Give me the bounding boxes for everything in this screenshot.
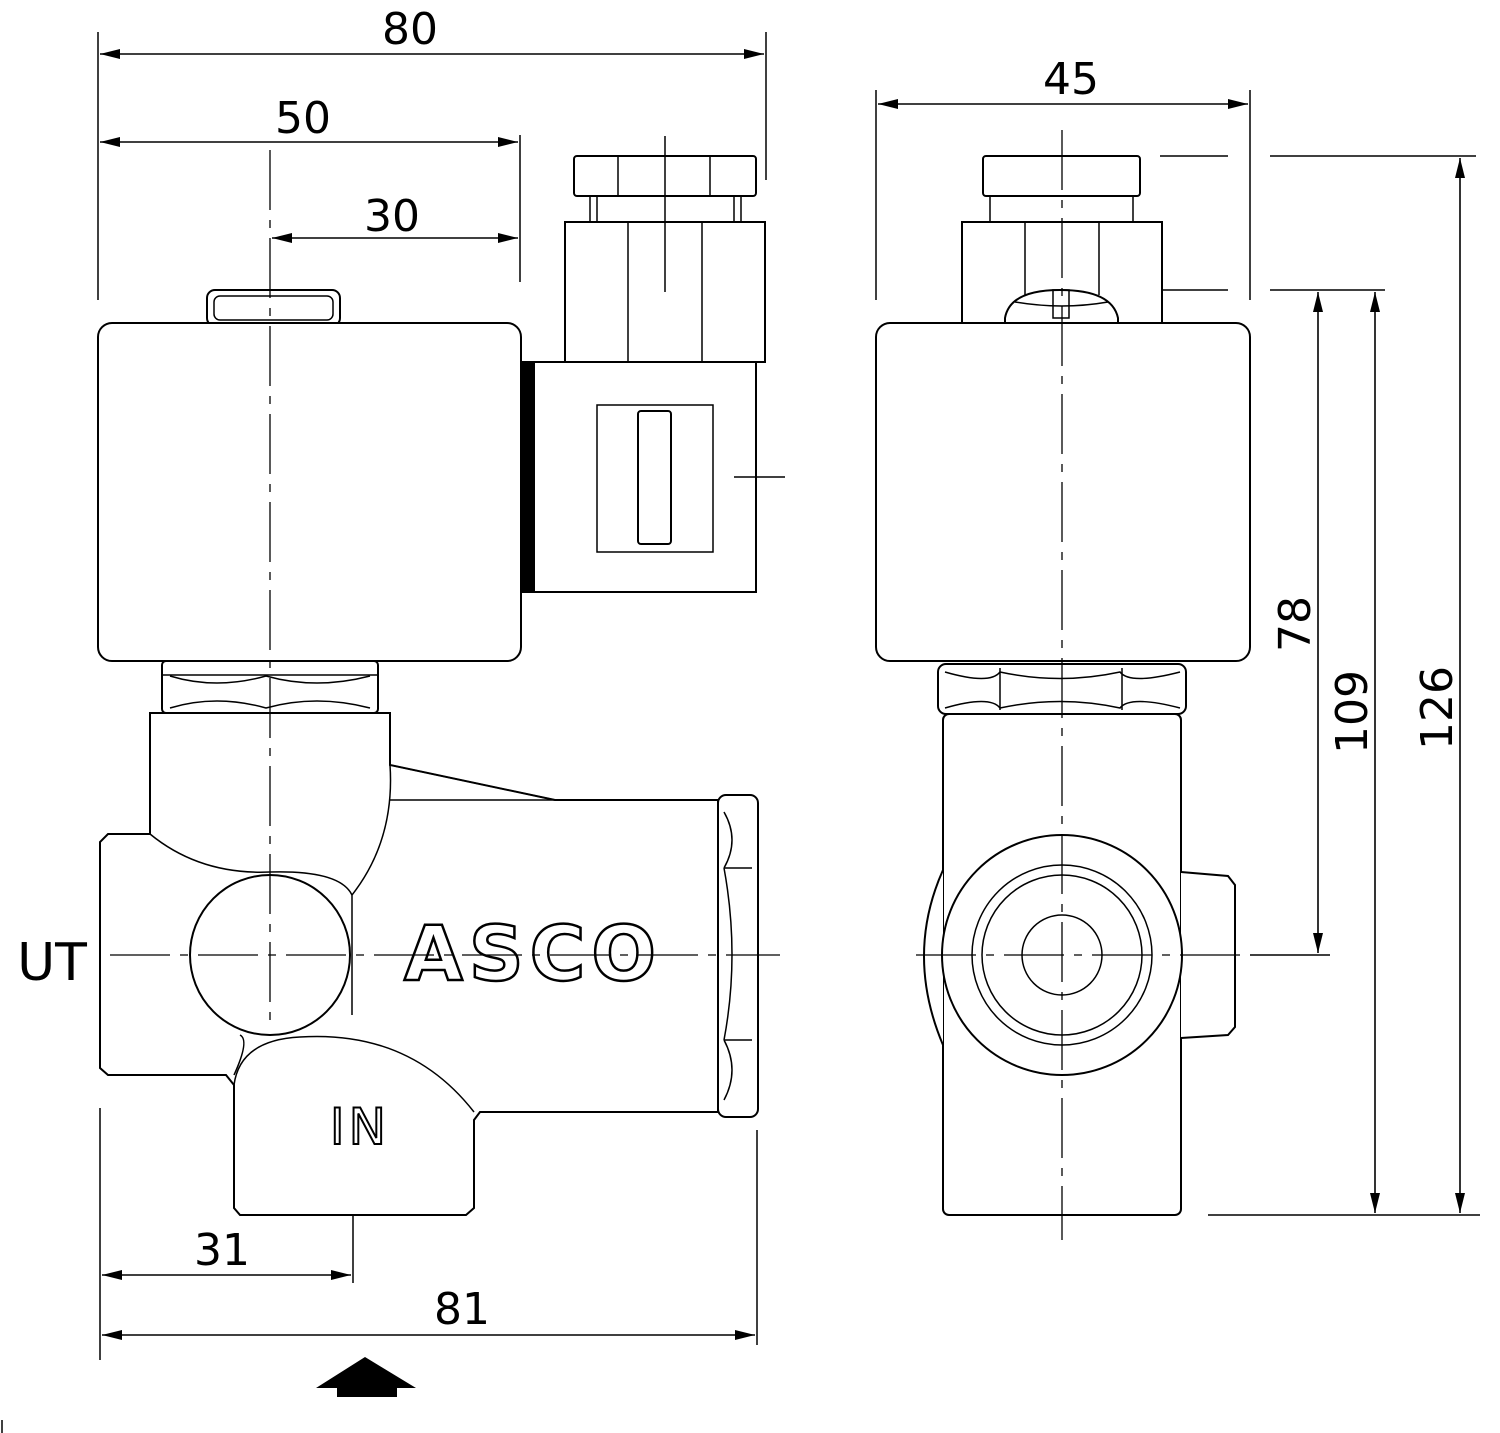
dim-body-to-port: 109 — [1327, 670, 1378, 754]
side-view-dimensions: 45 78 109 126 — [878, 54, 1465, 1213]
connector-body — [533, 361, 757, 593]
dim-connector-to-port: 78 — [1270, 596, 1321, 652]
side-coil — [875, 322, 1251, 662]
coil — [97, 322, 522, 662]
side-left-boss — [923, 869, 944, 1046]
valve-body — [99, 712, 719, 1216]
connector-indicator — [637, 410, 672, 545]
inlet-emboss: IN — [330, 1098, 390, 1156]
front-view-dimensions: 80 50 30 31 81 — [100, 4, 764, 1340]
dim-side-width: 45 — [1043, 54, 1099, 105]
dim-inlet-offset: 31 — [194, 1225, 250, 1276]
brand-logo: ASCO — [404, 909, 662, 998]
dim-connector-offset: 30 — [364, 191, 420, 242]
front-view: ASCO IN UT — [17, 32, 785, 1397]
dim-body-length: 81 — [434, 1284, 490, 1335]
outlet-label: UT — [17, 933, 87, 993]
dim-overall-width: 80 — [382, 4, 438, 55]
connector-window — [596, 404, 714, 553]
flow-direction-arrow-icon — [316, 1357, 416, 1397]
dim-overall-height: 126 — [1412, 666, 1463, 750]
inlet-hex — [717, 794, 759, 1118]
dim-coil-width: 50 — [275, 93, 331, 144]
side-view — [875, 90, 1480, 1240]
